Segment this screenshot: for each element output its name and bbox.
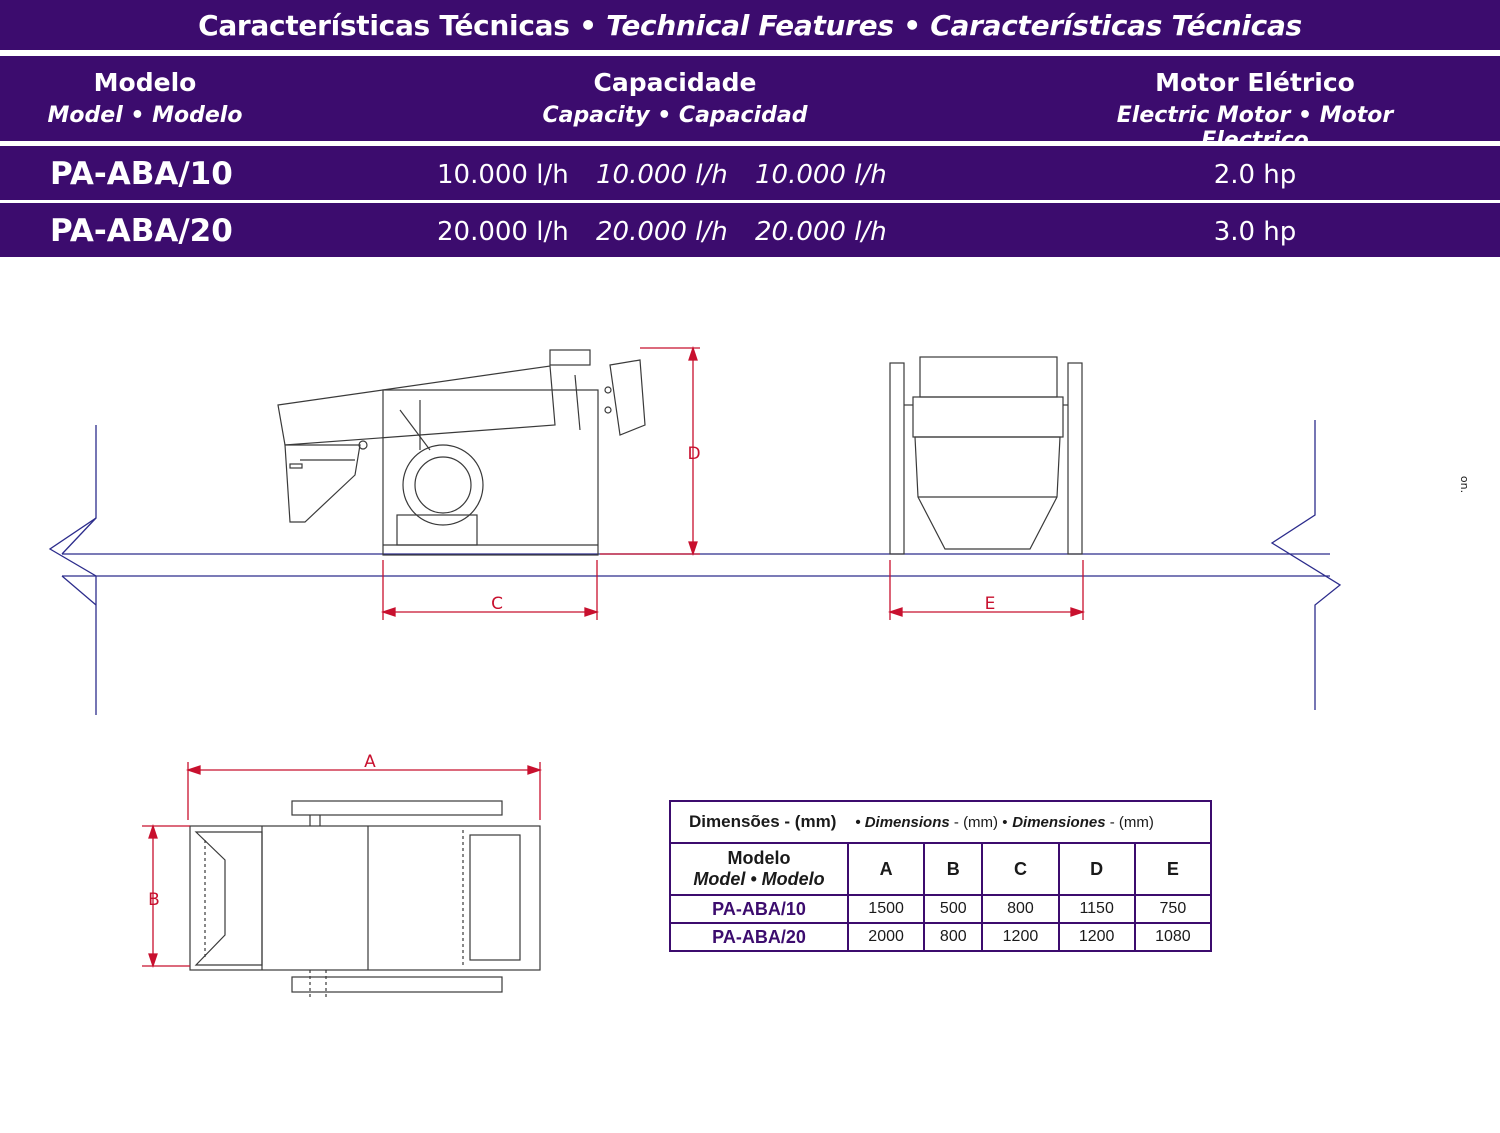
model-header-sub: Model • Modelo — [47, 103, 243, 128]
table-cell: 800 — [923, 922, 984, 952]
title-band: Características Técnicas • Technical Fea… — [0, 0, 1500, 50]
row-motor: 3.0 hp — [1213, 217, 1297, 247]
model-column-header: Modelo Model • Modelo — [20, 68, 270, 128]
caption-en-unit: - (mm) • — [949, 814, 1008, 831]
column-header-band: Modelo Model • Modelo Capacidade Capacit… — [0, 56, 1500, 153]
technical-drawing: D C E A B — [48, 345, 1342, 1000]
table-cell: 2000 — [846, 922, 926, 952]
row-capacity-en-text: 20.000 l/h — [596, 217, 728, 247]
header-d: D — [1057, 842, 1136, 896]
model-header-cell: Modelo Model • Modelo — [669, 842, 849, 896]
row-capacity-pt: 20.000 l/h — [437, 217, 569, 247]
row-capacity-en: 20.000 l/h — [596, 217, 728, 247]
dimensions-table: Dimensões - (mm) • Dimensions - (mm) • D… — [669, 800, 1213, 952]
title-separator: • — [579, 8, 597, 42]
table-model: PA-ABA/10 — [669, 894, 849, 924]
row-model: PA-ABA/10 — [50, 156, 233, 192]
row-capacity-en: 10.000 l/h — [596, 160, 728, 190]
title-separator: • — [903, 8, 921, 42]
floor-section — [48, 420, 1342, 715]
dimension-label-c: C — [491, 594, 503, 614]
table-row: PA-ABA/20 2000 800 1200 1200 1080 — [669, 922, 1213, 952]
title-pt: Características Técnicas — [198, 8, 570, 42]
capacity-header-sub: Capacity • Capacidad — [542, 103, 808, 128]
row-motor: 2.0 hp — [1213, 160, 1297, 190]
header-e: E — [1133, 842, 1213, 896]
dimensions-caption: Dimensões - (mm) • Dimensions - (mm) • D… — [669, 800, 1212, 844]
table-cell: 1500 — [846, 894, 926, 924]
table-cell: 800 — [981, 894, 1060, 924]
motor-column-header: Motor Elétrico Electric Motor • Motor El… — [1060, 68, 1450, 153]
side-view — [277, 349, 646, 556]
row-capacity-es: 10.000 l/h — [755, 160, 887, 190]
motor-header-pt: Motor Elétrico — [1155, 68, 1355, 97]
row-capacity-pt: 10.000 l/h — [437, 160, 569, 190]
header-b: B — [923, 842, 984, 896]
row-model: PA-ABA/20 — [50, 213, 233, 249]
header-c: C — [981, 842, 1060, 896]
table-cell: 1200 — [1057, 922, 1136, 952]
caption-es: Dimensiones — [1012, 814, 1106, 831]
plan-view — [189, 800, 541, 1000]
model-header-line1: Modelo — [727, 848, 791, 868]
header-a: A — [846, 842, 926, 896]
row-capacity-es-text: 20.000 l/h — [755, 217, 887, 247]
spec-row: PA-ABA/10 10.000 l/h 10.000 l/h 10.000 l… — [0, 146, 1500, 200]
row-capacity-es-text: 10.000 l/h — [755, 160, 887, 190]
model-header-line2: Model • Modelo — [693, 869, 825, 889]
capacity-column-header: Capacidade Capacity • Capacidad — [520, 68, 830, 128]
model-header-pt: Modelo — [93, 68, 197, 97]
row-capacity-es: 20.000 l/h — [755, 217, 887, 247]
table-cell: 1080 — [1133, 922, 1213, 952]
table-cell: 1150 — [1057, 894, 1136, 924]
motor-header-sub: Electric Motor • Motor Electrico — [1116, 103, 1394, 153]
title-en: Technical Features — [606, 8, 894, 42]
dimension-label-b: B — [148, 890, 160, 910]
table-model: PA-ABA/20 — [669, 922, 849, 952]
dimension-label-e: E — [985, 594, 996, 614]
title-es: Características Técnicas — [930, 8, 1302, 42]
dimension-label-d: D — [687, 444, 700, 464]
side-mark: on. — [1458, 475, 1472, 494]
spec-row: PA-ABA/20 20.000 l/h 20.000 l/h 20.000 l… — [0, 203, 1500, 257]
dimension-lines — [142, 345, 1086, 969]
row-capacity-en-text: 10.000 l/h — [596, 160, 728, 190]
table-cell: 750 — [1133, 894, 1213, 924]
front-view — [889, 356, 1083, 555]
dimension-label-a: A — [364, 752, 376, 772]
table-cell: 1200 — [981, 922, 1060, 952]
caption-en: • Dimensions — [855, 814, 950, 831]
table-cell: 500 — [923, 894, 984, 924]
caption-es-unit: - (mm) — [1105, 814, 1154, 831]
capacity-header-pt: Capacidade — [593, 68, 757, 97]
table-row: PA-ABA/10 1500 500 800 1150 750 — [669, 894, 1213, 924]
caption-pt: Dimensões - (mm) — [689, 812, 837, 831]
